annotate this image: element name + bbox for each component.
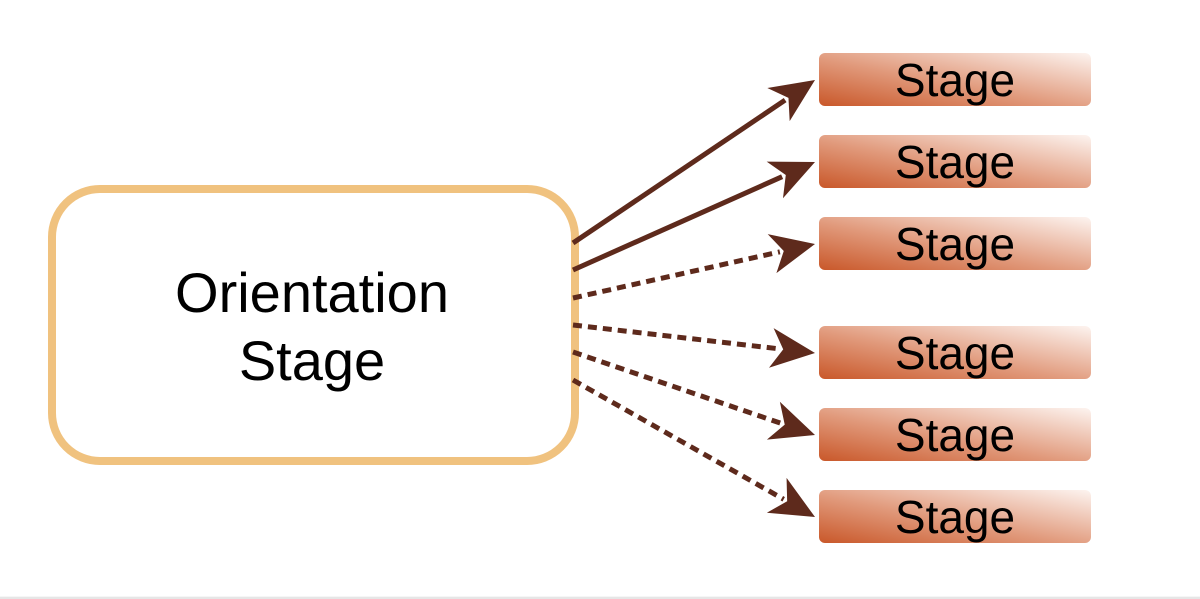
orientation-stage-box: [48, 185, 579, 465]
arrow-line-2: [571, 174, 784, 273]
arrowhead-icon: [766, 161, 815, 199]
stage-box-6: [819, 490, 1091, 543]
stage-box-3: [819, 217, 1091, 270]
arrowhead-icon: [766, 477, 815, 517]
arrowhead-icon: [768, 328, 815, 368]
bottom-divider: [0, 596, 1200, 599]
stage-box-2: [819, 135, 1091, 188]
orientation-stage-label-line2: Stage: [239, 329, 385, 392]
arrowhead-icon: [767, 80, 815, 122]
arrow-line-5: [572, 349, 782, 426]
orientation-stage-label-line1: Orientation: [175, 261, 449, 324]
stage-label-6: Stage: [895, 491, 1015, 543]
stage-box-4: [819, 326, 1091, 379]
stage-label-5: Stage: [895, 409, 1015, 461]
arrow-line-1: [571, 98, 787, 246]
stage-box-1: [819, 53, 1091, 106]
arrowhead-icon: [767, 234, 815, 274]
stage-label-4: Stage: [895, 327, 1015, 379]
stage-label-2: Stage: [895, 136, 1015, 188]
arrowhead-icon: [766, 401, 815, 440]
stage-label-3: Stage: [895, 218, 1015, 270]
arrow-line-4: [572, 322, 780, 352]
stage-label-1: Stage: [895, 54, 1015, 106]
stage-box-5: [819, 408, 1091, 461]
arrow-line-6: [571, 377, 785, 502]
arrow-line-3: [572, 249, 781, 301]
